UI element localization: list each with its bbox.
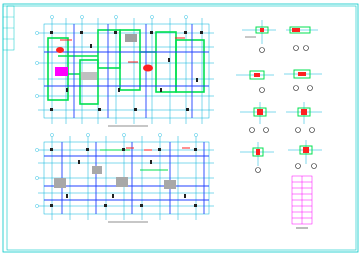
upper-floor-plan bbox=[35, 15, 214, 127]
detail-8 bbox=[288, 140, 322, 169]
section-details bbox=[236, 20, 322, 173]
detail-7 bbox=[240, 142, 274, 173]
lower-floor-plan bbox=[35, 133, 214, 223]
detail-1 bbox=[242, 20, 276, 53]
detail-2 bbox=[286, 26, 318, 51]
sheet-frame bbox=[2, 3, 359, 253]
detail-4 bbox=[284, 69, 322, 91]
detail-3 bbox=[236, 70, 274, 93]
detail-5 bbox=[240, 102, 276, 133]
schedule-table bbox=[291, 175, 313, 225]
detail-6 bbox=[286, 102, 322, 133]
